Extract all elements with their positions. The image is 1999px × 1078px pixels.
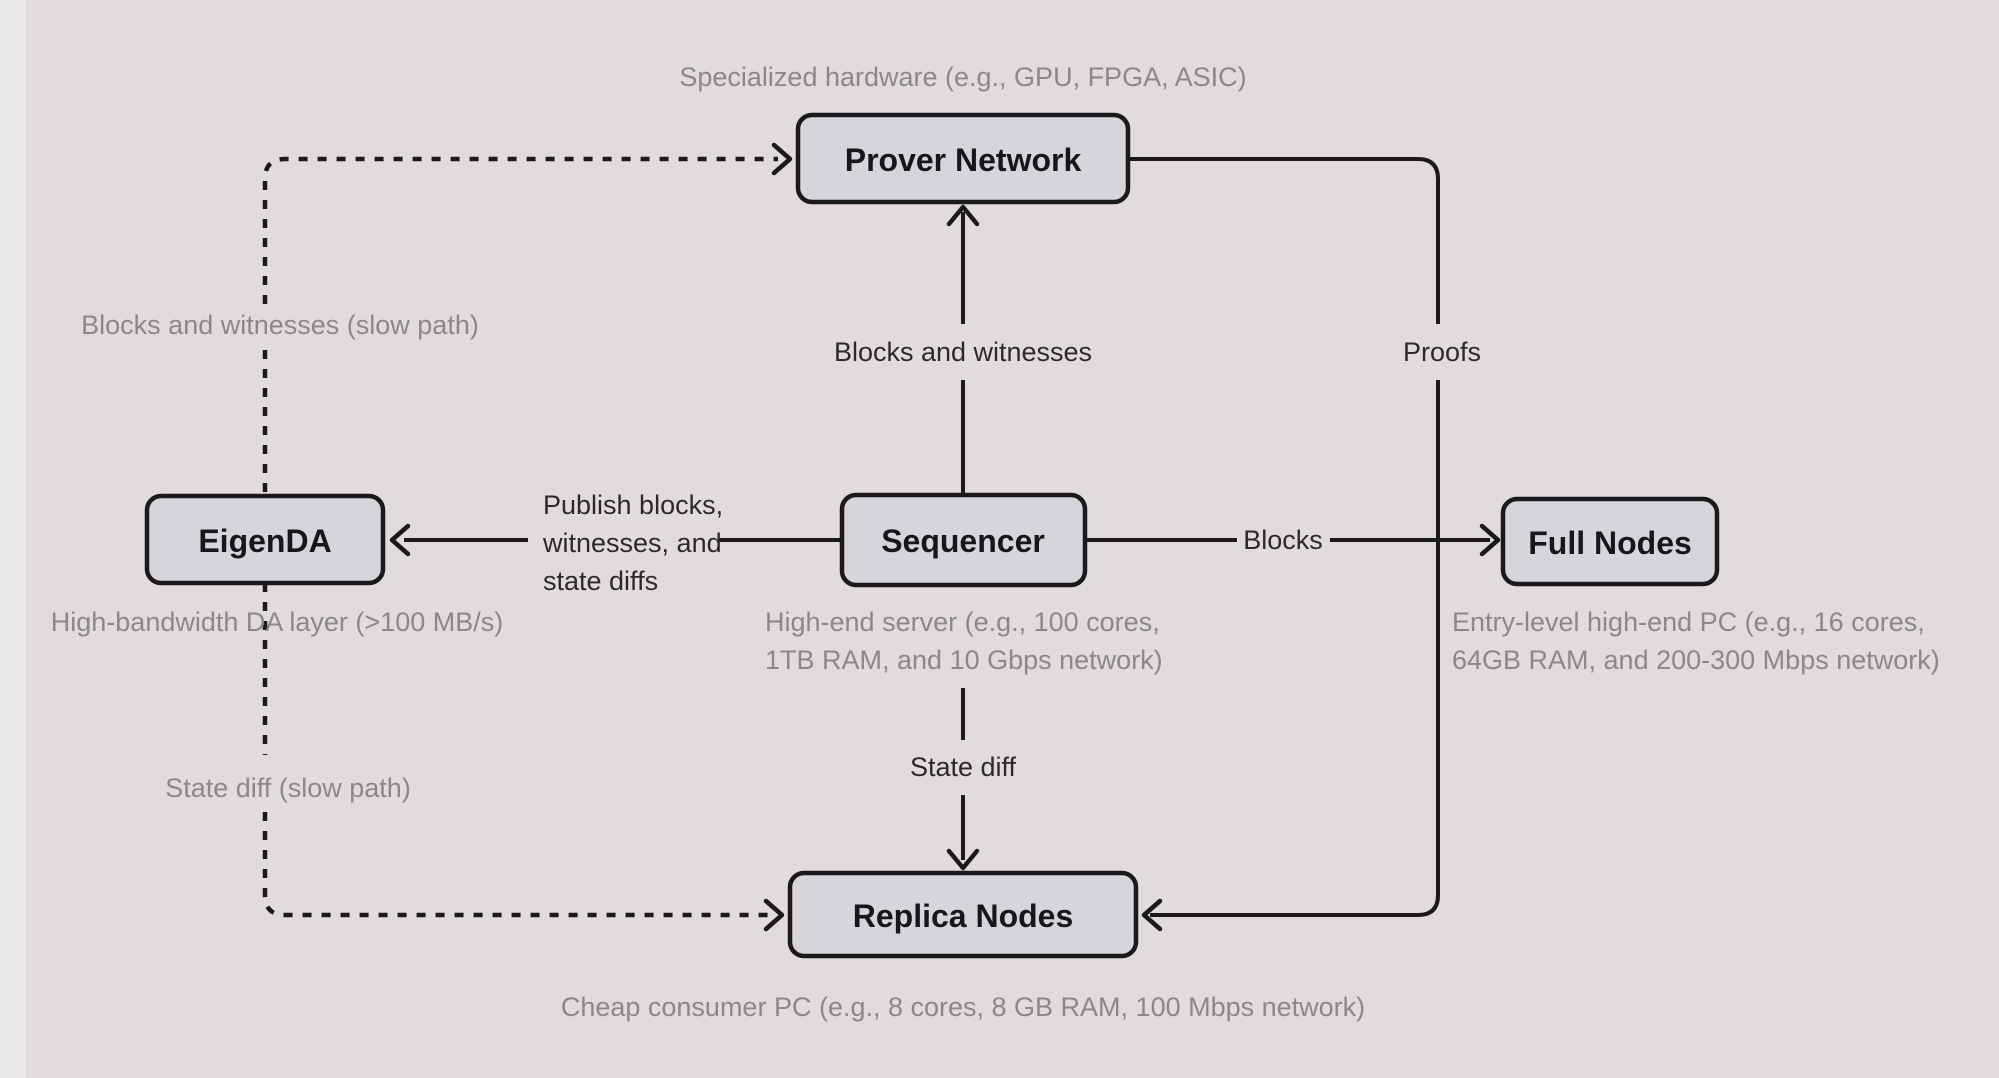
sequencer-label: Sequencer (881, 523, 1045, 559)
edge-sequencer-to-replica (946, 688, 980, 871)
edge-label-proofs: Proofs (1403, 337, 1481, 367)
replica-nodes-box (787, 870, 1139, 959)
edge-sequencer-to-prover (946, 204, 980, 495)
arrow-up-icon (946, 204, 980, 227)
eigenda-label: EigenDA (198, 523, 331, 559)
edge-label-publish-blocks: Publish blocks, witnesses, and state dif… (542, 490, 723, 596)
replica-nodes-label: Replica Nodes (853, 898, 1074, 934)
edge-prover-to-replica (1128, 157, 1440, 932)
arrow-right-icon (1479, 523, 1501, 557)
node-replica-nodes: Replica Nodes (787, 870, 1139, 959)
arrow-left-icon (1141, 898, 1163, 932)
arrow-left-icon (389, 523, 411, 557)
full-nodes-label: Full Nodes (1528, 525, 1692, 561)
edge-label-publish-line3: state diffs (543, 566, 658, 596)
edge-prover-to-replica-segment-lower (1150, 380, 1440, 917)
edge-eigenda-to-replica (262, 583, 785, 932)
caption-sequencer-hardware-line1: High-end server (e.g., 100 cores, (765, 607, 1160, 637)
arrow-right-icon (763, 898, 785, 932)
eigenda-box (144, 493, 386, 586)
edge-sequencer-to-full-nodes (1085, 523, 1501, 557)
edge-eigenda-to-prover (262, 142, 793, 492)
edge-label-publish-line1: Publish blocks, (543, 490, 723, 520)
full-nodes-box (1500, 496, 1720, 587)
arrow-down-icon (946, 848, 980, 871)
edge-label-publish-line2: witnesses, and (542, 528, 722, 558)
edge-label-state-diff: State diff (910, 752, 1017, 782)
caption-eigenda-hardware: High-bandwidth DA layer (>100 MB/s) (51, 607, 503, 637)
sequencer-box (839, 492, 1088, 588)
caption-sequencer-hardware: High-end server (e.g., 100 cores, 1TB RA… (765, 607, 1163, 675)
edge-label-blocks-and-witnesses: Blocks and witnesses (834, 337, 1092, 367)
caption-prover-hardware: Specialized hardware (e.g., GPU, FPGA, A… (679, 62, 1246, 92)
caption-replica-hardware: Cheap consumer PC (e.g., 8 cores, 8 GB R… (561, 992, 1365, 1022)
left-edge-strip (0, 0, 26, 1078)
edge-sequencer-to-eigenda (389, 523, 842, 557)
caption-sequencer-hardware-line2: 1TB RAM, and 10 Gbps network) (765, 645, 1163, 675)
edge-label-state-diff-slow-path: State diff (slow path) (165, 773, 411, 803)
edge-prover-to-replica-segment-upper (1128, 157, 1440, 324)
prover-network-label: Prover Network (845, 142, 1082, 178)
node-full-nodes: Full Nodes (1500, 496, 1720, 587)
node-prover-network: Prover Network (795, 112, 1131, 205)
node-sequencer: Sequencer (839, 492, 1088, 588)
edge-label-blocks: Blocks (1243, 525, 1323, 555)
edge-eigenda-to-prover-segment-upper (262, 156, 778, 304)
edge-label-blocks-witnesses-slow-path: Blocks and witnesses (slow path) (81, 310, 479, 340)
caption-full-nodes-hardware-line2: 64GB RAM, and 200-300 Mbps network) (1452, 645, 1940, 675)
prover-network-box (795, 112, 1131, 205)
node-eigenda: EigenDA (144, 493, 386, 586)
caption-full-nodes-hardware: Entry-level high-end PC (e.g., 16 cores,… (1452, 607, 1940, 675)
edge-eigenda-to-replica-segment-lower (262, 812, 770, 918)
caption-full-nodes-hardware-line1: Entry-level high-end PC (e.g., 16 cores, (1452, 607, 1925, 637)
arrow-right-icon (771, 142, 793, 176)
